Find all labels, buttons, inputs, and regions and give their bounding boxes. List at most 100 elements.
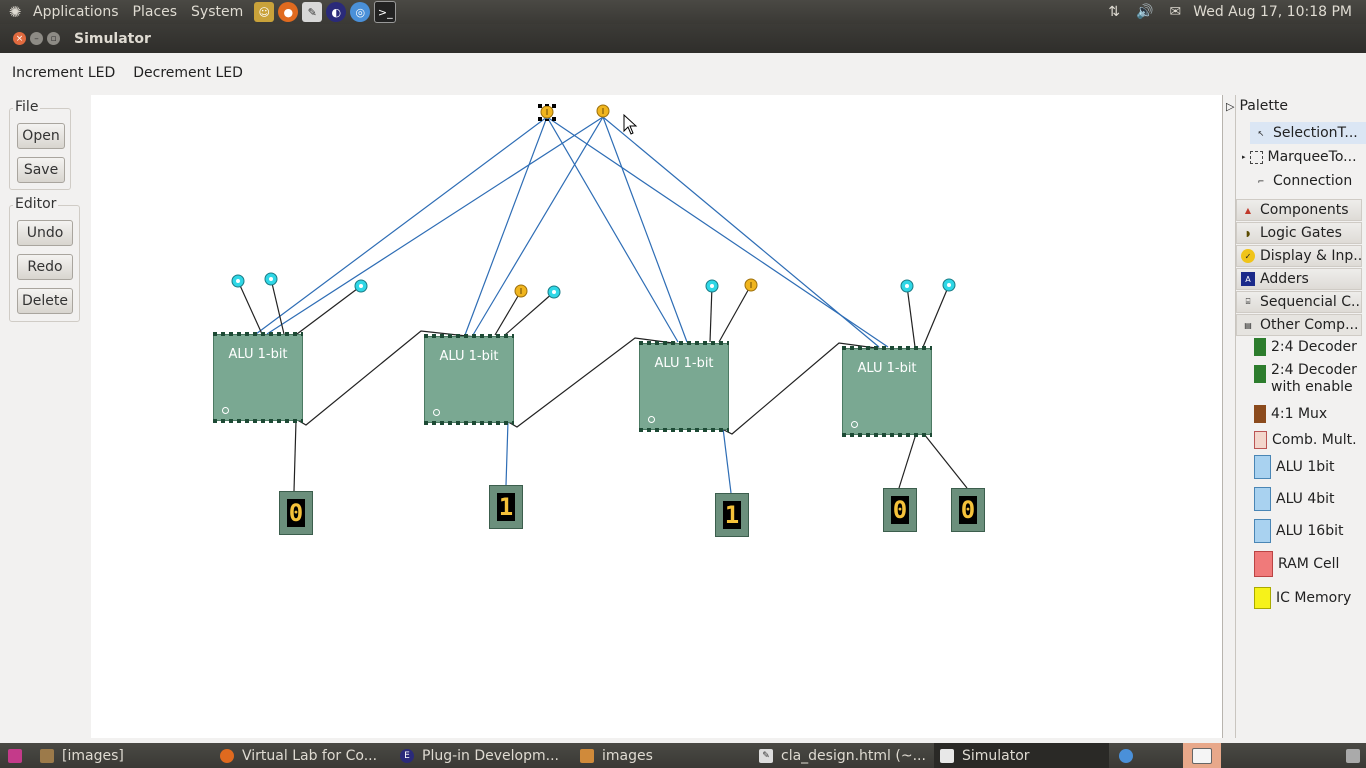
task-firefox[interactable]: Virtual Lab for Co... xyxy=(220,743,390,768)
folder-icon xyxy=(40,748,54,763)
wire[interactable] xyxy=(494,290,522,336)
pidgin-launcher-icon[interactable]: ☺ xyxy=(254,2,275,22)
led-display[interactable]: 0 xyxy=(279,491,313,535)
drawer-other[interactable]: ▤ Other Comp... xyxy=(1236,314,1362,336)
wire[interactable] xyxy=(546,116,679,343)
wire[interactable] xyxy=(237,280,263,335)
workspace-globe[interactable] xyxy=(1114,743,1138,768)
menu-applications[interactable]: Applications xyxy=(33,4,119,20)
selection-handle[interactable] xyxy=(545,119,549,121)
collapse-arrow-icon[interactable]: ▷ xyxy=(1226,99,1235,113)
minimize-icon[interactable]: – xyxy=(30,32,43,45)
led-display[interactable]: 0 xyxy=(951,488,985,532)
ubuntu-logo-icon[interactable]: ✺ xyxy=(8,3,22,21)
wire[interactable] xyxy=(722,427,732,494)
menu-places[interactable]: Places xyxy=(132,4,178,20)
components-icon: ▲ xyxy=(1244,205,1252,215)
delete-button[interactable]: Delete xyxy=(17,288,73,314)
task-eclipse[interactable]: E Plug-in Developm... xyxy=(400,743,570,768)
item-mult[interactable]: Comb. Mult. xyxy=(1250,428,1366,452)
wire[interactable] xyxy=(296,285,362,335)
wire[interactable] xyxy=(472,116,604,336)
alu-block[interactable]: ALU 1-bit xyxy=(639,341,729,432)
wire[interactable] xyxy=(505,420,509,486)
item-decoder[interactable]: 2:4 Decoder xyxy=(1250,336,1366,358)
text-editor-launcher-icon[interactable]: ✎ xyxy=(302,2,323,22)
sequential-icon: ⌸ xyxy=(1245,297,1251,306)
wire[interactable] xyxy=(922,284,950,348)
terminal-launcher-icon[interactable]: >_ xyxy=(374,1,397,23)
firefox-launcher-icon[interactable]: ● xyxy=(278,2,299,22)
alu-block[interactable]: ALU 1-bit xyxy=(424,334,514,425)
tool-connection[interactable]: ⌐ Connection xyxy=(1250,170,1366,192)
palette-header[interactable]: ▷ Palette xyxy=(1223,95,1366,117)
maximize-icon[interactable]: ▫ xyxy=(47,32,60,45)
wire[interactable] xyxy=(709,285,713,343)
clock[interactable]: Wed Aug 17, 10:18 PM xyxy=(1193,4,1352,20)
selection-handle[interactable] xyxy=(545,104,549,106)
task-simulator[interactable]: Simulator xyxy=(934,743,1109,768)
led-display[interactable]: 1 xyxy=(715,493,749,537)
window-titlebar: × – ▫ Simulator xyxy=(0,24,1366,53)
tool-marquee[interactable]: ▸ MarqueeTo... xyxy=(1238,146,1362,168)
workspace-switcher[interactable] xyxy=(1183,743,1221,768)
network-icon[interactable]: ⇅ xyxy=(1108,4,1121,20)
selection-handle[interactable] xyxy=(538,104,542,108)
wire[interactable] xyxy=(504,291,555,336)
wire[interactable] xyxy=(293,420,297,492)
open-button[interactable]: Open xyxy=(17,123,65,149)
wire[interactable] xyxy=(718,284,752,343)
alu-block[interactable]: ALU 1-bit xyxy=(213,332,303,423)
selection-handle[interactable] xyxy=(552,117,556,121)
wire[interactable] xyxy=(898,433,917,489)
led-display[interactable]: 0 xyxy=(883,488,917,532)
led-digit: 0 xyxy=(287,499,305,527)
eclipse-icon: E xyxy=(400,748,414,763)
wire[interactable] xyxy=(464,116,548,336)
wire[interactable] xyxy=(906,285,916,348)
drawer-adders[interactable]: A Adders xyxy=(1236,268,1362,290)
item-decoder-enable[interactable]: 2:4 Decoder with enable xyxy=(1250,362,1366,398)
wire[interactable] xyxy=(266,116,604,335)
wire[interactable] xyxy=(270,278,285,335)
task-cla-design[interactable]: ✎ cla_design.html (~... xyxy=(759,743,929,768)
wire[interactable] xyxy=(923,433,968,489)
tool-selection[interactable]: ↖ SelectionT... xyxy=(1250,122,1366,144)
save-button[interactable]: Save xyxy=(17,157,65,183)
selection-handle[interactable] xyxy=(538,117,542,121)
led-digit: 0 xyxy=(959,496,977,524)
chromium-launcher-icon[interactable]: ◎ xyxy=(350,2,371,22)
decrement-led-button[interactable]: Decrement LED xyxy=(133,65,243,81)
wire[interactable] xyxy=(546,116,889,348)
item-alu-4bit[interactable]: ALU 4bit xyxy=(1250,485,1366,513)
item-alu-1bit[interactable]: ALU 1bit xyxy=(1250,453,1366,481)
redo-button[interactable]: Redo xyxy=(17,254,73,280)
drawer-components[interactable]: ▲ Components xyxy=(1236,199,1362,221)
selection-handle[interactable] xyxy=(552,104,556,108)
task-images[interactable]: images xyxy=(580,743,750,768)
circuit-canvas[interactable]: ALU 1-bit ALU 1-bit ALU 1-bit ALU 1-bit … xyxy=(91,95,1222,738)
drawer-logic-gates[interactable]: ◗ Logic Gates xyxy=(1236,222,1362,244)
wire[interactable] xyxy=(602,116,688,343)
volume-icon[interactable]: 🔊 xyxy=(1136,4,1154,20)
led-display[interactable]: 1 xyxy=(489,485,523,529)
show-desktop-button[interactable] xyxy=(0,743,30,768)
close-icon[interactable]: × xyxy=(13,32,26,45)
item-ram-cell[interactable]: RAM Cell xyxy=(1250,549,1366,579)
mail-icon[interactable]: ✉ xyxy=(1169,4,1182,20)
menu-system[interactable]: System xyxy=(191,4,244,20)
task-images-folder[interactable]: [images] xyxy=(40,743,210,768)
drawer-display-input[interactable]: ✓ Display & Inp... xyxy=(1236,245,1362,267)
wire[interactable] xyxy=(255,116,548,335)
drawer-sequential[interactable]: ⌸ Sequencial C... xyxy=(1236,291,1362,313)
undo-button[interactable]: Undo xyxy=(17,220,73,246)
wire[interactable] xyxy=(602,116,880,348)
item-ic-memory[interactable]: IC Memory xyxy=(1250,584,1366,612)
trash-button[interactable] xyxy=(1342,743,1364,768)
item-mux[interactable]: 4:1 Mux xyxy=(1250,402,1366,426)
eclipse-launcher-icon[interactable]: ◐ xyxy=(326,2,347,22)
item-alu-16bit[interactable]: ALU 16bit xyxy=(1250,517,1366,545)
alu-block[interactable]: ALU 1-bit xyxy=(842,346,932,437)
tool-label: Connection xyxy=(1273,173,1353,189)
increment-led-button[interactable]: Increment LED xyxy=(12,65,116,81)
